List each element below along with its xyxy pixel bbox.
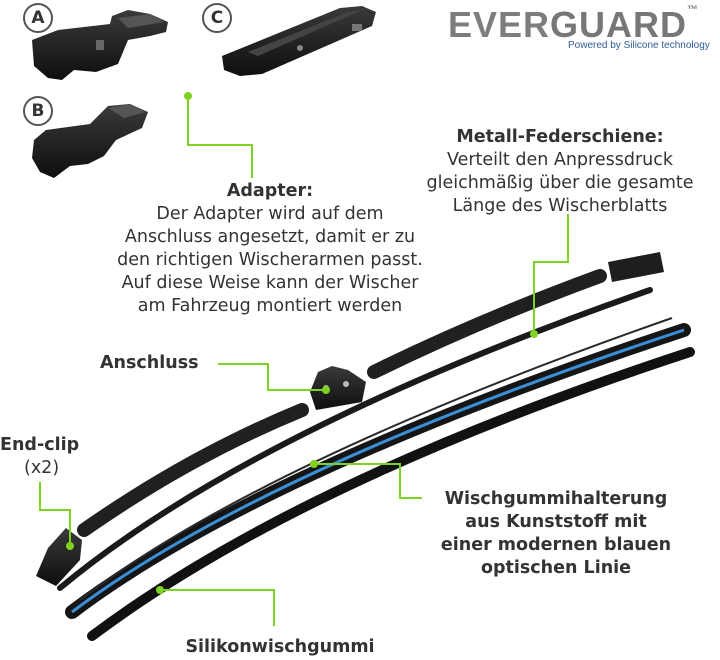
- adapter-line-5: am Fahrzeug montiert werden: [137, 296, 403, 316]
- logo-wordmark: EVERGUARD™: [448, 4, 699, 46]
- rubber-label: Silikonwischgummi: [185, 637, 375, 657]
- holder-line-4: optischen Linie: [480, 558, 632, 578]
- adapter-a-badge: A: [23, 3, 53, 33]
- callout-dots: [66, 92, 538, 594]
- endclip-count: (x2): [24, 458, 60, 478]
- adapter-line-3: den richtigen Wischerarmen passt.: [117, 250, 423, 270]
- everguard-logo: EVERGUARD™ Powered by Silicone technolog…: [448, 4, 710, 54]
- silicone-rubber-blade: [87, 347, 695, 641]
- connector-label: Anschluss: [100, 353, 199, 373]
- adapter-line-4: Auf diese Weise kann der Wischer: [121, 273, 419, 293]
- spring-line-3: Länge des Wischerblatts: [452, 196, 668, 216]
- adapter-title: Adapter:: [226, 181, 314, 201]
- logo-tagline: Powered by Silicone technology: [568, 40, 710, 51]
- adapter-b-image: [32, 104, 148, 178]
- holder-line-2: aus Kunststoff mit: [465, 512, 647, 532]
- spring-line-2: gleichmäßig über die gesamte: [426, 173, 694, 193]
- endclip-callout: End-clip (x2): [0, 434, 90, 480]
- adapter-line-1: Der Adapter wird auf dem: [156, 204, 384, 224]
- logo-guard: GUARD: [550, 4, 688, 45]
- connector-part: [310, 366, 366, 410]
- holder-line-1: Wischgummihalterung: [444, 489, 668, 509]
- holder-callout: Wischgummihalterung aus Kunststoff mit e…: [424, 488, 688, 580]
- callout-lines: [39, 96, 569, 626]
- spoiler-cover: [77, 252, 664, 537]
- adapter-a-image: [32, 10, 168, 80]
- logo-ever: EVER: [448, 4, 551, 45]
- endclip-title: End-clip: [0, 435, 80, 455]
- spring-callout: Metall-Federschiene: Verteilt den Anpres…: [410, 126, 710, 218]
- adapter-c-badge: C: [202, 3, 232, 33]
- holder-line-3: einer modernen blauen: [440, 535, 672, 555]
- adapter-line-2: Anschluss angesetzt, damit er zu: [124, 227, 416, 247]
- rubber-holder: [65, 317, 691, 619]
- adapter-b-badge: B: [23, 96, 53, 126]
- adapter-c-image: [222, 6, 376, 76]
- spring-line-1: Verteilt den Anpressdruck: [446, 150, 673, 170]
- logo-trademark: ™: [687, 4, 700, 16]
- spring-title: Metall-Federschiene:: [456, 127, 664, 147]
- adapter-callout: Adapter: Der Adapter wird auf dem Anschl…: [70, 180, 470, 318]
- metal-spring-rail: [57, 287, 653, 591]
